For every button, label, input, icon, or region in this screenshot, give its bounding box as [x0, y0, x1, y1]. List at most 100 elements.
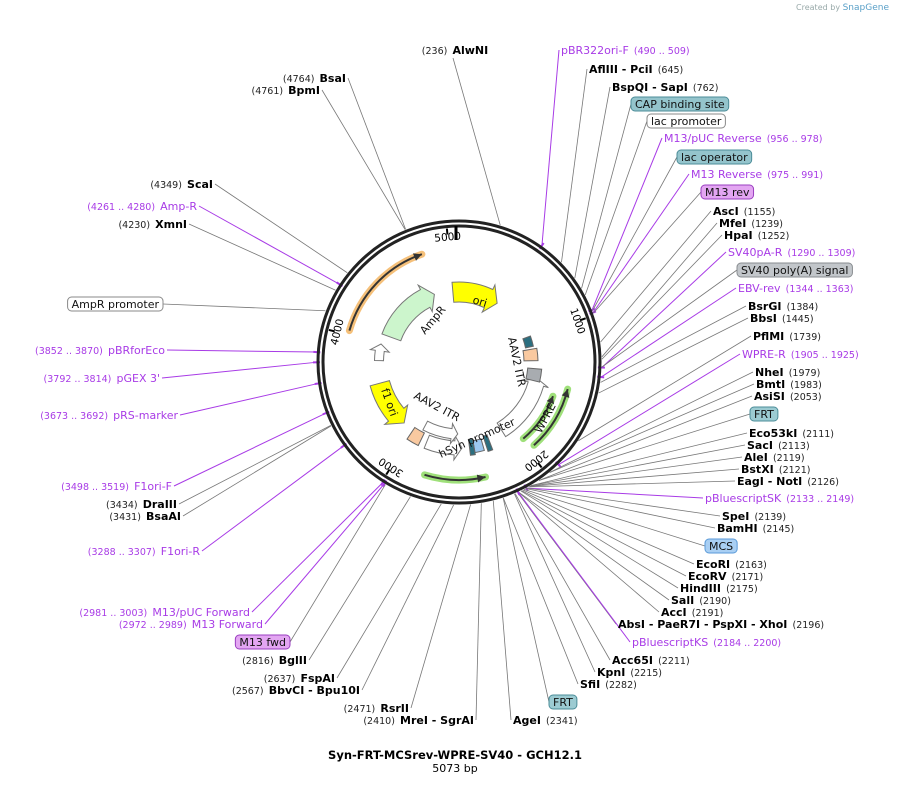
leader-line — [591, 137, 663, 311]
leader-line — [289, 484, 386, 643]
enzyme-site-acc65i[interactable]: Acc65I (2211) — [612, 649, 690, 668]
enzyme-site-bsai[interactable]: (4764) BsaI — [283, 67, 346, 86]
primer-m13-forward[interactable]: (2972 .. 2989) M13 Forward — [119, 613, 263, 632]
enzyme-site-sfii[interactable]: SfiI (2282) — [580, 673, 637, 692]
sv40-polya-feature[interactable] — [525, 367, 543, 383]
frt-marker-right[interactable] — [482, 434, 494, 453]
enzyme-site-absi-paer7i-pspxi-xhoi[interactable]: AbsI - PaeR7I - PspXI - XhoI (2196) — [618, 613, 824, 632]
enzyme-site-xmni[interactable]: (4230) XmnI — [118, 213, 187, 232]
enzyme-site-kpni[interactable]: KpnI (2215) — [597, 661, 662, 680]
feature-label-lac-operator[interactable]: lac operator — [676, 149, 753, 165]
primer-m13-reverse[interactable]: M13 Reverse (975 .. 991) — [691, 163, 823, 182]
enzyme-site-bglii[interactable]: (2816) BglII — [242, 649, 307, 668]
enzyme-site-bamhi[interactable]: BamHI (2145) — [717, 517, 794, 536]
frt-marker-left[interactable] — [467, 438, 476, 456]
primer-pgex-3[interactable]: (3792 .. 3814) pGEX 3' — [44, 367, 160, 386]
site-position: (3288 .. 3307) — [88, 547, 156, 558]
primer-f1ori-r[interactable]: (3288 .. 3307) F1ori-R — [88, 540, 201, 559]
enzyme-site-pflmi[interactable]: PflMI (1739) — [753, 325, 821, 344]
site-text: EcoRV (2171) — [688, 565, 763, 584]
enzyme-site-fspai[interactable]: (2637) FspAI — [264, 667, 335, 686]
site-name: SpeI — [722, 510, 749, 523]
snapgene-credit: Created by SnapGene — [796, 3, 889, 13]
primer-pbrforeco[interactable]: (3852 .. 3870) pBRforEco — [35, 339, 165, 358]
enzyme-site-alei[interactable]: AleI (2119) — [744, 446, 805, 465]
primer-pbr322ori-f[interactable]: pBR322ori-F (490 .. 509) — [561, 39, 690, 58]
enzyme-site-alwni[interactable]: (236) AlwNI — [422, 39, 488, 58]
enzyme-site-ecori[interactable]: EcoRI (2163) — [696, 553, 767, 572]
enzyme-site-bbsi[interactable]: BbsI (1445) — [750, 307, 814, 326]
primer-ebv-rev[interactable]: EBV-rev (1344 .. 1363) — [738, 277, 854, 296]
feature-label-m13-fwd[interactable]: M13 fwd — [234, 634, 291, 650]
enzyme-site-saci[interactable]: SacI (2113) — [747, 434, 810, 453]
primer-pbluescriptsk[interactable]: pBluescriptSK (2133 .. 2149) — [705, 487, 854, 506]
site-position: (975 .. 991) — [767, 170, 823, 181]
enzyme-site-nhei[interactable]: NheI (1979) — [755, 361, 820, 380]
feature-label-ampr-promoter[interactable]: AmpR promoter — [67, 296, 164, 312]
enzyme-site-hpai[interactable]: HpaI (1252) — [724, 224, 789, 243]
enzyme-site-bsrgi[interactable]: BsrGI (1384) — [748, 295, 818, 314]
primer-prs-marker[interactable]: (3673 .. 3692) pRS-marker — [40, 404, 178, 423]
site-position: (956 .. 978) — [767, 134, 823, 145]
enzyme-site-bbvci-bpu10i[interactable]: (2567) BbvCI - Bpu10I — [232, 679, 360, 698]
enzyme-site-bpmi[interactable]: (4761) BpmI — [251, 79, 320, 98]
leader-line — [161, 361, 317, 379]
hsyn-promoter-feature[interactable] — [422, 420, 459, 446]
enzyme-site-asci[interactable]: AscI (1155) — [713, 200, 775, 219]
enzyme-site-bstxi[interactable]: BstXI (2121) — [741, 458, 810, 477]
site-text: SV40pA-R (1290 .. 1309) — [728, 241, 855, 260]
primer-f1ori-f[interactable]: (3498 .. 3519) F1ori-F — [61, 475, 172, 494]
site-name: MfeI — [719, 217, 746, 230]
feature-label-m13-rev[interactable]: M13 rev — [700, 184, 755, 200]
feature-label-mcs[interactable]: MCS — [704, 538, 738, 554]
feature-name: FRT — [553, 696, 573, 709]
f1-ori-feature[interactable] — [369, 380, 409, 425]
enzyme-site-bmti[interactable]: BmtI (1983) — [756, 373, 822, 392]
leader-line — [475, 503, 482, 721]
ori-feature[interactable] — [451, 281, 498, 314]
ampr-feature[interactable] — [381, 283, 435, 342]
feature-label-frt[interactable]: FRT — [548, 694, 578, 710]
enzyme-site-eagi-noti[interactable]: EagI - NotI (2126) — [737, 470, 839, 489]
site-name: AbsI - PaeR7I - PspXI - XhoI — [618, 618, 787, 631]
feature-label-lac-promoter[interactable]: lac promoter — [646, 113, 726, 129]
site-text: HpaI (1252) — [724, 224, 789, 243]
site-position: (1445) — [782, 314, 814, 325]
primer-sv40pa-r[interactable]: SV40pA-R (1290 .. 1309) — [728, 241, 855, 260]
enzyme-site-agei[interactable]: AgeI (2341) — [513, 709, 578, 728]
primer-pbluescriptks[interactable]: pBluescriptKS (2184 .. 2200) — [632, 631, 781, 650]
primer-amp-r[interactable]: (4261 .. 4280) Amp-R — [87, 195, 197, 214]
enzyme-site-hindiii[interactable]: HindIII (2175) — [680, 577, 758, 596]
aav2-itr-right-feature[interactable] — [522, 347, 539, 362]
enzyme-site-asisi[interactable]: AsiSI (2053) — [754, 385, 822, 404]
feature-name: CAP binding site — [635, 98, 725, 111]
leader-line — [166, 349, 317, 353]
enzyme-site-ecorv[interactable]: EcoRV (2171) — [688, 565, 763, 584]
ampr-translation-arc[interactable] — [348, 253, 423, 331]
enzyme-site-rsrii[interactable]: (2471) RsrII — [344, 697, 409, 716]
enzyme-site-mfei[interactable]: MfeI (1239) — [719, 212, 783, 231]
feature-label-frt[interactable]: FRT — [749, 406, 779, 422]
enzyme-site-scai[interactable]: (4349) ScaI — [150, 173, 213, 192]
site-position: (3852 .. 3870) — [35, 346, 103, 357]
lac-features-marker[interactable] — [522, 335, 534, 349]
feature-label-cap-binding-site[interactable]: CAP binding site — [630, 96, 730, 112]
enzyme-site-bspqi-sapi[interactable]: BspQI - SapI (762) — [612, 76, 718, 95]
enzyme-site-afliii-pcii[interactable]: AflIII - PciI (645) — [589, 58, 683, 77]
ampr-promoter-feature[interactable] — [368, 343, 391, 362]
feature-label-aav2-itr-left[interactable]: AAV2 ITR — [412, 389, 463, 424]
primer-wpre-r[interactable]: WPRE-R (1905 .. 1925) — [742, 343, 859, 362]
enzyme-site-draiii[interactable]: (3434) DraIII — [106, 493, 177, 512]
feature-name: lac promoter — [651, 115, 722, 128]
feature-label-sv40-poly-a-signal[interactable]: SV40 poly(A) signal — [736, 262, 853, 278]
enzyme-site-sali[interactable]: SalI (2190) — [671, 589, 731, 608]
aav2-itr-left-feature[interactable] — [406, 426, 426, 447]
enzyme-site-spei[interactable]: SpeI (2139) — [722, 505, 786, 524]
enzyme-site-bsaai[interactable]: (3431) BsaAI — [109, 505, 181, 524]
enzyme-site-mrei-sgrai[interactable]: (2410) MreI - SgrAI — [363, 709, 474, 728]
enzyme-site-eco53ki[interactable]: Eco53kI (2111) — [749, 422, 834, 441]
enzyme-site-acci[interactable]: AccI (2191) — [661, 601, 723, 620]
primer-m13-puc-forward[interactable]: (2981 .. 3003) M13/pUC Forward — [79, 601, 250, 620]
primer-m13-puc-reverse[interactable]: M13/pUC Reverse (956 .. 978) — [664, 127, 822, 146]
feature-label-ori[interactable]: ori — [471, 293, 488, 310]
